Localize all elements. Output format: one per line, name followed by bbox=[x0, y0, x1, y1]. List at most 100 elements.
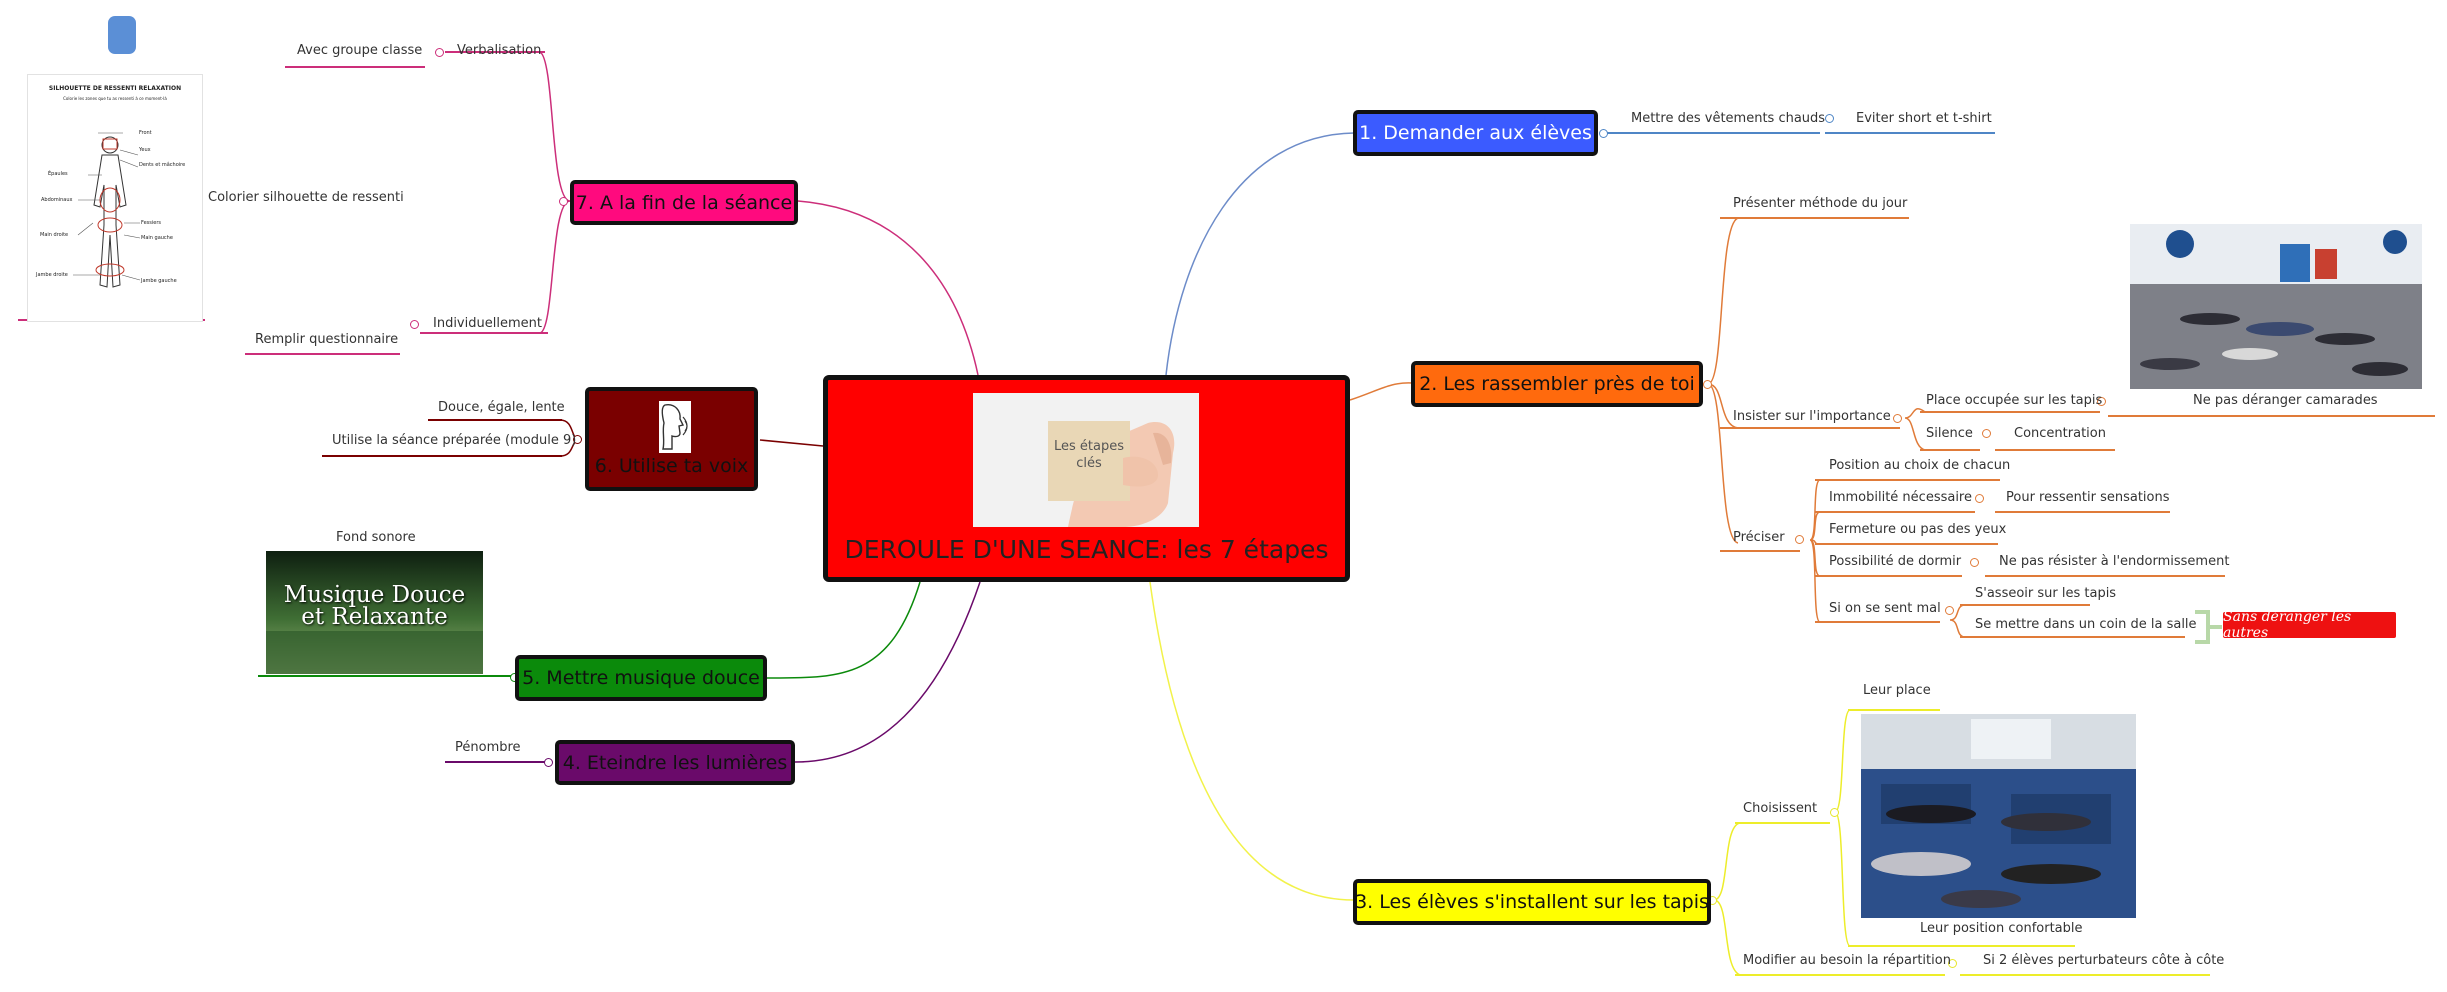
collapse-dot[interactable] bbox=[544, 758, 553, 767]
node-individuellement[interactable]: Individuellement bbox=[433, 316, 542, 331]
silhouette-label: Jambe droite bbox=[36, 272, 68, 278]
node-ressentir[interactable]: Pour ressentir sensations bbox=[2006, 490, 2170, 505]
node-silence[interactable]: Silence bbox=[1926, 426, 1973, 441]
music-text-line-2: et Relaxante bbox=[301, 604, 448, 630]
silhouette-label: Main droite bbox=[40, 232, 69, 238]
node-asseoir[interactable]: S'asseoir sur les tapis bbox=[1975, 586, 2117, 601]
central-title: DEROULE D'UNE SEANCE: les 7 étapes bbox=[844, 535, 1329, 564]
collapse-dot[interactable] bbox=[2097, 397, 2106, 406]
topic-6-voix[interactable]: 6. Utilise ta voix bbox=[585, 387, 758, 491]
node-eviter[interactable]: Eviter short et t-shirt bbox=[1856, 111, 1992, 126]
photo-students-on-mats bbox=[1861, 714, 2136, 918]
node-presenter[interactable]: Présenter méthode du jour bbox=[1733, 196, 1908, 211]
callout-sans-deranger[interactable]: Sans déranger les autres bbox=[2223, 609, 2396, 641]
node-leur-position[interactable]: Leur position confortable bbox=[1920, 921, 2083, 936]
collapse-dot[interactable] bbox=[1599, 129, 1608, 138]
node-concentration[interactable]: Concentration bbox=[2014, 426, 2106, 441]
connector-topic-4 bbox=[794, 581, 981, 763]
connector-topic-2 bbox=[1349, 382, 1413, 401]
node-preciser[interactable]: Préciser bbox=[1733, 530, 1785, 545]
connector-b2-insister-fork bbox=[1904, 407, 1926, 451]
collapse-dot[interactable] bbox=[1948, 959, 1957, 968]
collapse-dot[interactable] bbox=[1945, 606, 1954, 615]
topic-4-eteindre[interactable]: 4. Eteindre les lumières bbox=[555, 740, 795, 785]
collapse-dot[interactable] bbox=[1970, 558, 1979, 567]
node-place[interactable]: Place occupée sur les tapis bbox=[1926, 393, 2103, 408]
node-coin[interactable]: Se mettre dans un coin de la salle bbox=[1975, 617, 2197, 632]
node-utilise-seance[interactable]: Utilise la séance préparée (module 9) bbox=[332, 433, 577, 448]
silhouette-label: Yeux bbox=[139, 147, 151, 153]
collapse-dot[interactable] bbox=[573, 435, 582, 444]
voice-icon bbox=[659, 401, 691, 453]
topic-3-installent[interactable]: 3. Les élèves s'installent sur les tapis bbox=[1353, 879, 1711, 925]
node-choisissent[interactable]: Choisissent bbox=[1743, 801, 1818, 816]
card-text-line-1: Les étapes bbox=[1053, 439, 1124, 454]
node-ne-pas-deranger[interactable]: Ne pas déranger camarades bbox=[2193, 393, 2378, 408]
music-text-line-1: Musique Douce bbox=[283, 582, 466, 608]
node-fond-sonore[interactable]: Fond sonore bbox=[336, 530, 416, 545]
connector-topic-3 bbox=[1149, 581, 1355, 901]
node-position[interactable]: Position au choix de chacun bbox=[1829, 458, 2011, 473]
node-fermeture[interactable]: Fermeture ou pas des yeux bbox=[1829, 522, 2007, 537]
central-topic[interactable]: Les étapes clés DEROULE D'UNE SEANCE: le… bbox=[823, 375, 1350, 582]
node-colorier[interactable]: Colorier silhouette de ressenti bbox=[208, 190, 404, 205]
connector-b3-choisissent-fork bbox=[1834, 709, 1851, 947]
node-insister[interactable]: Insister sur l'importance bbox=[1733, 409, 1891, 424]
node-resister[interactable]: Ne pas résister à l'endormissement bbox=[1999, 554, 2230, 569]
boundary-bracket bbox=[2195, 610, 2222, 644]
silhouette-label: Épaules bbox=[48, 171, 68, 177]
silhouette-label: Front bbox=[139, 130, 152, 136]
collapse-dot[interactable] bbox=[1825, 114, 1834, 123]
collapse-dot[interactable] bbox=[410, 320, 419, 329]
silhouette-label: Fessiers bbox=[141, 220, 162, 226]
attachment-marker-icon[interactable] bbox=[108, 16, 136, 54]
hand-card-image: Les étapes clés bbox=[973, 393, 1199, 527]
node-avec-groupe[interactable]: Avec groupe classe bbox=[297, 43, 423, 58]
node-leur-place[interactable]: Leur place bbox=[1863, 683, 1931, 698]
topic-1-demander[interactable]: 1. Demander aux élèves bbox=[1353, 110, 1598, 156]
silhouette-label: Dents et mâchoire bbox=[139, 162, 186, 168]
node-douce[interactable]: Douce, égale, lente bbox=[438, 400, 565, 415]
collapse-dot[interactable] bbox=[1982, 429, 1991, 438]
silhouette-worksheet: SILHOUETTE DE RESSENTI RELAXATION Colori… bbox=[27, 74, 203, 322]
topic-5-musique[interactable]: 5. Mettre musique douce bbox=[515, 655, 767, 701]
silhouette-title: SILHOUETTE DE RESSENTI RELAXATION bbox=[48, 85, 182, 92]
topic-2-rassembler[interactable]: 2. Les rassembler près de toi bbox=[1411, 361, 1703, 407]
music-image: Musique Douce et Relaxante bbox=[266, 551, 483, 674]
collapse-dot[interactable] bbox=[1893, 414, 1902, 423]
topic-7-fin[interactable]: 7. A la fin de la séance bbox=[570, 180, 798, 225]
connector-topic-7 bbox=[797, 200, 979, 376]
silhouette-label: Jambe gauche bbox=[141, 278, 177, 284]
collapse-dot[interactable] bbox=[1830, 808, 1839, 817]
connector-topic-1 bbox=[1165, 132, 1355, 376]
node-verbalisation[interactable]: Verbalisation bbox=[457, 43, 542, 58]
node-mal[interactable]: Si on se sent mal bbox=[1829, 601, 1941, 616]
node-possibilite[interactable]: Possibilité de dormir bbox=[1829, 554, 1962, 569]
connector-b7-fork bbox=[539, 51, 571, 334]
silhouette-subtitle: Colorie les zones que tu as ressenti à c… bbox=[63, 96, 167, 101]
node-immobilite[interactable]: Immobilité nécessaire bbox=[1829, 490, 1972, 505]
hand-holding-card-illustration bbox=[973, 393, 1199, 527]
collapse-dot[interactable] bbox=[559, 197, 568, 206]
node-remplir[interactable]: Remplir questionnaire bbox=[255, 332, 399, 347]
collapse-dot[interactable] bbox=[435, 48, 444, 57]
connector-b2-trunk bbox=[1707, 217, 1739, 544]
connector-b3-trunk bbox=[1713, 822, 1741, 976]
connector-topic-5 bbox=[766, 581, 921, 679]
photo-gymnasium bbox=[2130, 224, 2422, 389]
node-vetements[interactable]: Mettre des vêtements chauds bbox=[1631, 111, 1826, 126]
node-si-2-eleves[interactable]: Si 2 élèves perturbateurs côte à côte bbox=[1983, 953, 2225, 968]
collapse-dot[interactable] bbox=[1703, 380, 1712, 389]
collapse-dot[interactable] bbox=[1975, 494, 1984, 503]
topic-6-label: 6. Utilise ta voix bbox=[594, 455, 749, 477]
node-penombre[interactable]: Pénombre bbox=[455, 740, 521, 755]
silhouette-label: Main gauche bbox=[141, 235, 173, 241]
connector-b2-preciser-fork bbox=[1809, 479, 1821, 623]
node-modifier[interactable]: Modifier au besoin la répartition bbox=[1743, 953, 1951, 968]
collapse-dot[interactable] bbox=[1795, 535, 1804, 544]
silhouette-label: Abdominaux bbox=[41, 197, 73, 203]
card-text-line-2: clés bbox=[1076, 456, 1102, 471]
connector-topic-6 bbox=[759, 439, 824, 447]
